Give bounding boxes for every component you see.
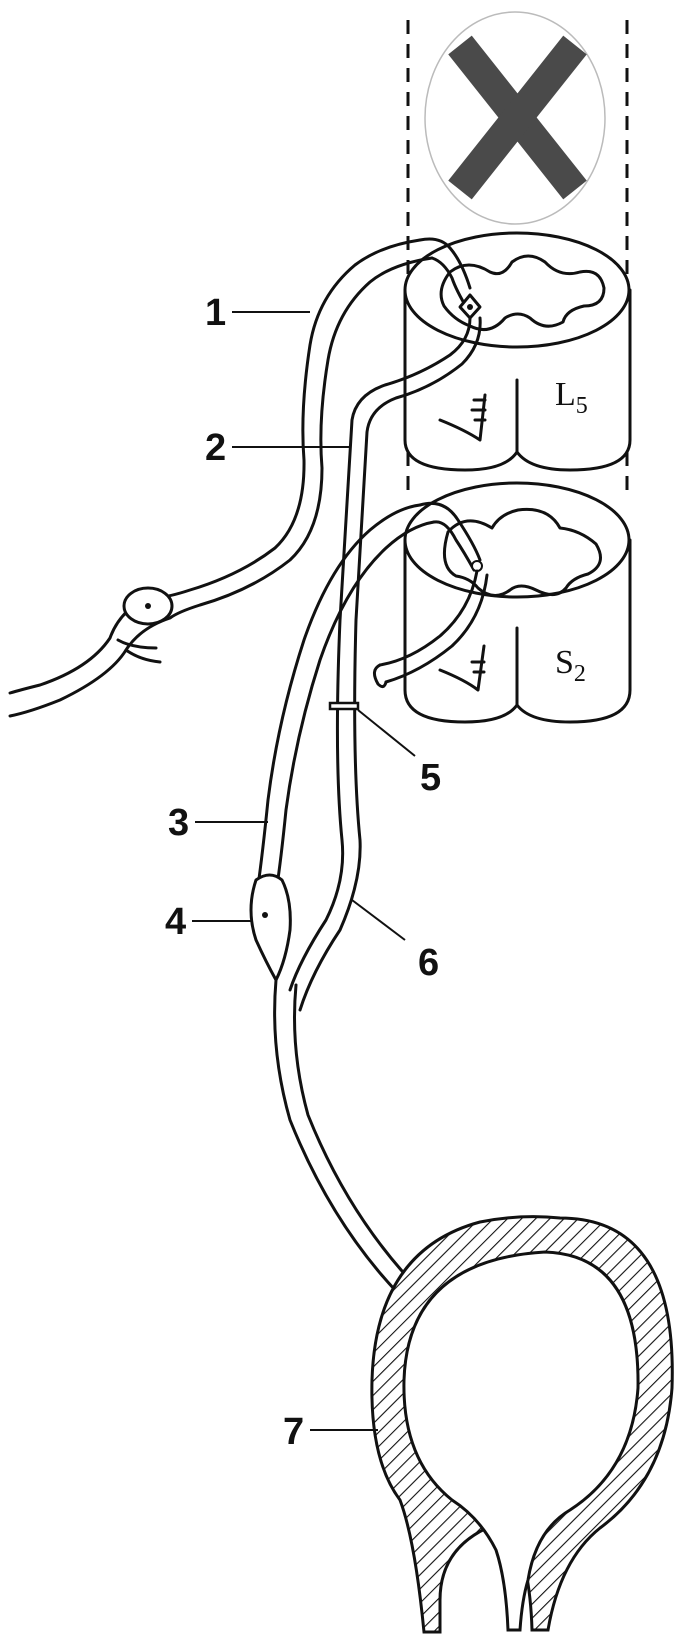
pelvic-ganglion	[251, 875, 290, 980]
fiber-marker-5	[330, 703, 358, 709]
lesion-marker	[425, 12, 605, 224]
svg-text:2: 2	[205, 427, 226, 469]
callout-6: 6	[352, 900, 439, 984]
svg-text:3: 3	[168, 802, 189, 844]
callout-3: 3	[168, 802, 268, 844]
vesical-nerve	[275, 980, 410, 1290]
callout-5: 5	[358, 710, 441, 799]
svg-text:4: 4	[165, 901, 186, 943]
svg-text:6: 6	[418, 942, 439, 984]
callout-4: 4	[165, 901, 252, 943]
svg-text:5: 5	[420, 757, 441, 799]
svg-text:7: 7	[283, 1411, 304, 1453]
callout-2: 2	[205, 427, 350, 469]
callout-7: 7	[283, 1411, 378, 1453]
svg-text:1: 1	[205, 292, 226, 334]
callout-1: 1	[205, 292, 310, 334]
spinal-segment-l5	[405, 233, 630, 470]
bladder	[372, 1217, 672, 1632]
spinal-segment-s2	[405, 483, 630, 722]
